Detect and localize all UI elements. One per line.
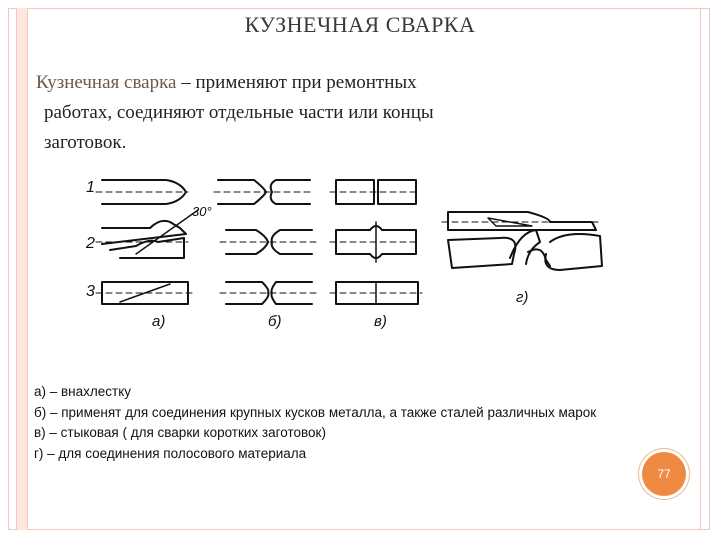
legend-item-c: в) – стыковая ( для сварки коротких заго… xyxy=(34,425,326,440)
col-label-b: б) xyxy=(268,313,281,330)
page-number-badge: 77 xyxy=(642,452,686,496)
forge-welding-diagram: 1 2 3 30° xyxy=(85,179,603,330)
legend-item-a: а) – внахлестку xyxy=(34,384,132,399)
legend-list: а) – внахлестку б) – применят для соедин… xyxy=(34,382,714,464)
intro-line-2: работах, соединяют отдельные части или к… xyxy=(44,102,434,123)
row1-col-c-bars xyxy=(329,179,421,205)
intro-term: Кузнечная сварка xyxy=(36,72,177,93)
slide-left-decoration xyxy=(16,8,28,530)
col-g-strip-bent xyxy=(447,229,603,271)
col-label-g: г) xyxy=(516,289,528,306)
slide-title: КУЗНЕЧНАЯ СВАРКА xyxy=(244,12,476,37)
angle-label: 30° xyxy=(192,204,212,219)
col-g-strip-joint xyxy=(441,211,601,231)
intro-paragraph: Кузнечная сварка – применяют при ремонтн… xyxy=(36,68,676,158)
row1-col-b-bars xyxy=(213,179,313,205)
slide-right-rule xyxy=(700,8,701,530)
legend-item-b: б) – применят для соединения крупных кус… xyxy=(34,404,597,420)
row1-col-a-bar xyxy=(95,179,189,205)
legend-item-g: г) – для соединения полосового материала xyxy=(34,445,307,461)
row-label-3: 3 xyxy=(86,283,95,300)
col-label-a: а) xyxy=(152,313,165,330)
row2-col-c-bars xyxy=(329,221,421,263)
row3-col-b-bars xyxy=(219,281,317,305)
row3-col-c-bars xyxy=(329,281,423,305)
row2-col-b-bars xyxy=(219,229,317,255)
intro-line-3: заготовок. xyxy=(44,132,127,153)
row3-col-a-bars xyxy=(95,281,193,305)
intro-line-1: Кузнечная сварка – применяют при ремонтн… xyxy=(36,68,676,98)
row-label-1: 1 xyxy=(86,179,95,196)
col-label-c: в) xyxy=(374,313,387,330)
intro-line-1-rest: – применяют при ремонтных xyxy=(176,72,417,93)
row-label-2: 2 xyxy=(85,235,95,252)
row2-col-a-bars: 30° xyxy=(95,204,212,259)
slide-frame xyxy=(8,8,710,530)
